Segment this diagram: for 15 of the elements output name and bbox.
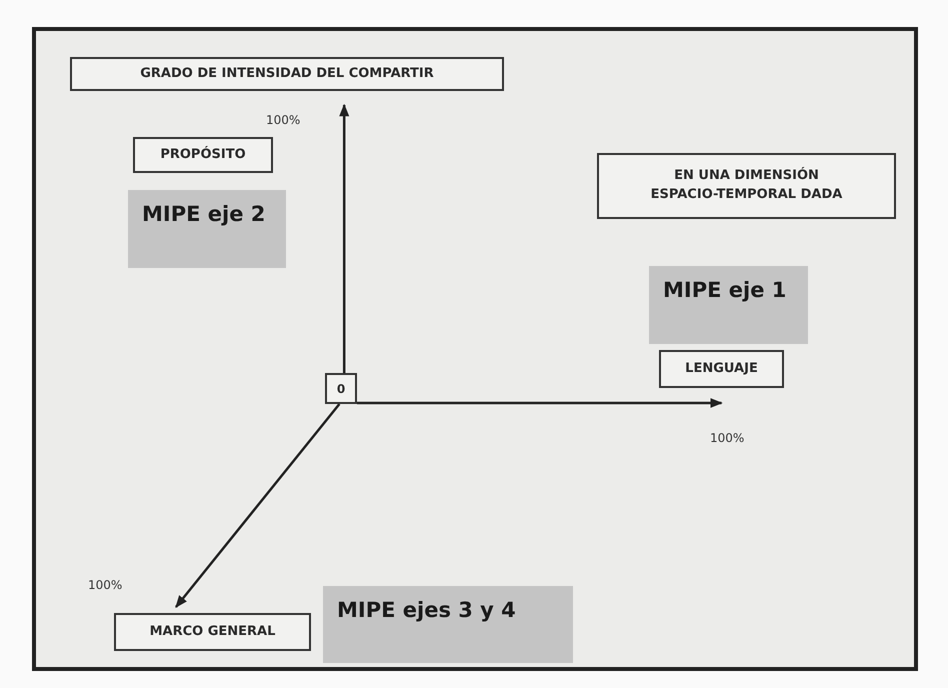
category-box: MIPE ejes 3 y 4 xyxy=(323,586,573,663)
axis-arrow xyxy=(339,104,350,373)
percent-label: 100% xyxy=(266,113,300,127)
axis-label-box: LENGUAJE xyxy=(659,350,784,388)
axis-arrow xyxy=(175,403,340,608)
origin-box: 0 xyxy=(325,373,357,404)
axis-label-box: MARCO GENERAL xyxy=(114,613,311,651)
category-box: MIPE eje 1 xyxy=(649,266,808,344)
axis-label-box: PROPÓSITO xyxy=(133,137,273,173)
category-box: MIPE eje 2 xyxy=(128,190,286,268)
axis-title-box: GRADO DE INTENSIDAD DEL COMPARTIR xyxy=(70,57,504,91)
percent-label: 100% xyxy=(88,578,122,592)
axis-arrow xyxy=(357,398,723,408)
note-box: EN UNA DIMENSIÓN ESPACIO-TEMPORAL DADA xyxy=(597,153,896,219)
percent-label: 100% xyxy=(710,431,744,445)
